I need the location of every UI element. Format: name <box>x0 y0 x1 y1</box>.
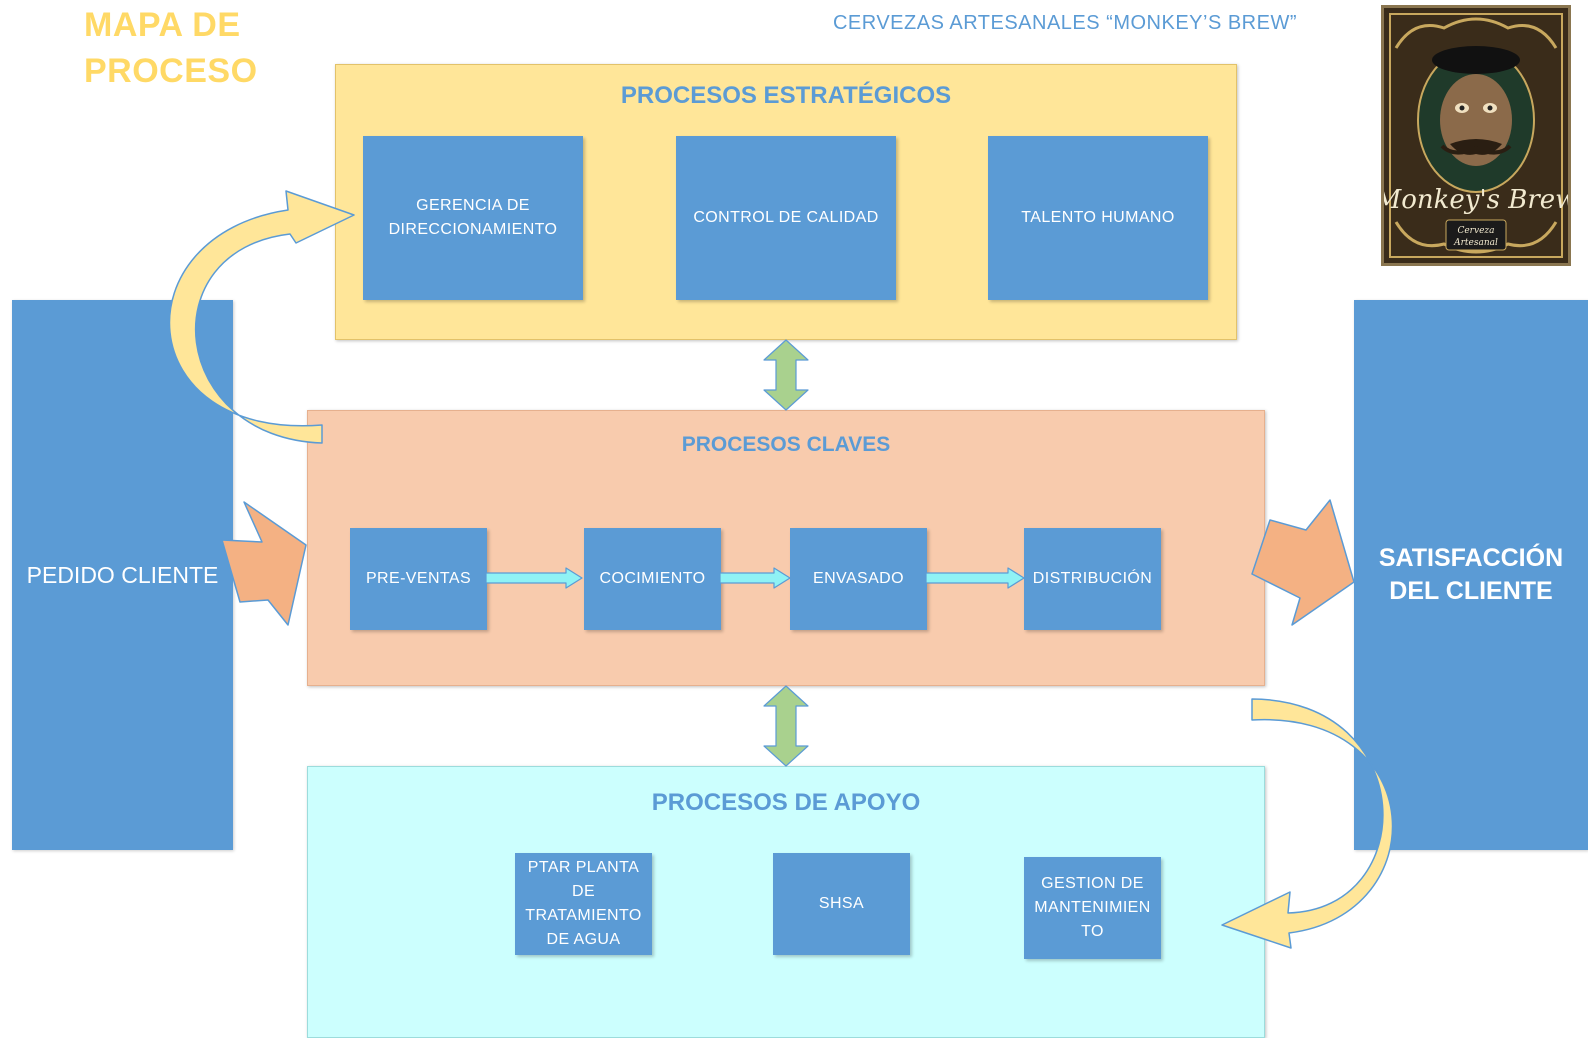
curved-arrow-down-icon <box>1221 698 1394 949</box>
box-gerencia-direccionamiento: GERENCIA DE DIRECCIONAMIENTO <box>363 136 583 300</box>
double-arrow-strategic-key-icon <box>763 339 809 411</box>
svg-text:Artesanal: Artesanal <box>1453 238 1498 248</box>
logo-name: Monkey's Brew <box>1384 185 1568 215</box>
box-envasado: ENVASADO <box>790 528 927 630</box>
box-shsa: SHSA <box>773 853 910 955</box>
flow-arrow-2-icon <box>719 567 791 589</box>
client-order-block: PEDIDO CLIENTE <box>12 300 233 850</box>
box-pre-ventas: PRE-VENTAS <box>350 528 487 630</box>
page-title: MAPA DE PROCESO <box>84 6 258 90</box>
strategic-processes-title: PROCESOS ESTRATÉGICOS <box>620 82 952 109</box>
support-processes-title: PROCESOS DE APOYO <box>651 789 921 816</box>
key-processes-group: PROCESOS CLAVES PRE-VENTAS COCIMIENTO EN… <box>307 410 1265 686</box>
box-talento-humano: TALENTO HUMANO <box>988 136 1208 300</box>
curved-arrow-up-icon <box>168 190 355 444</box>
box-gestion-mantenimiento: GESTION DE MANTENIMIEN TO <box>1024 857 1161 959</box>
output-arrow-icon <box>1251 499 1355 626</box>
key-processes-title: PROCESOS CLAVES <box>681 433 891 456</box>
flow-arrow-3-icon <box>925 567 1025 589</box>
box-ptar: PTAR PLANTA DE TRATAMIENTO DE AGUA <box>515 853 652 955</box>
box-distribucion: DISTRIBUCIÓN <box>1024 528 1161 630</box>
client-order-label: PEDIDO CLIENTE <box>26 561 219 588</box>
flow-arrow-1-icon <box>485 567 583 589</box>
double-arrow-key-support-icon <box>763 685 809 767</box>
client-satisfaction-label: SATISFACCIÓN DEL CLIENTE <box>1378 544 1564 605</box>
brand-title: CERVEZAS ARTESANALES “MONKEY’S BREW” <box>832 12 1298 34</box>
box-cocimiento: COCIMIENTO <box>584 528 721 630</box>
brand-logo: Monkey's Brew Cerveza Artesanal <box>1381 5 1571 266</box>
input-arrow-icon <box>221 501 307 626</box>
monkey-logo-icon: Monkey's Brew Cerveza Artesanal <box>1384 8 1568 263</box>
box-control-calidad: CONTROL DE CALIDAD <box>676 136 896 300</box>
svg-text:Cerveza: Cerveza <box>1457 226 1494 236</box>
strategic-processes-group: PROCESOS ESTRATÉGICOS GERENCIA DE DIRECC… <box>335 64 1237 340</box>
client-satisfaction-block: SATISFACCIÓN DEL CLIENTE <box>1354 300 1588 850</box>
